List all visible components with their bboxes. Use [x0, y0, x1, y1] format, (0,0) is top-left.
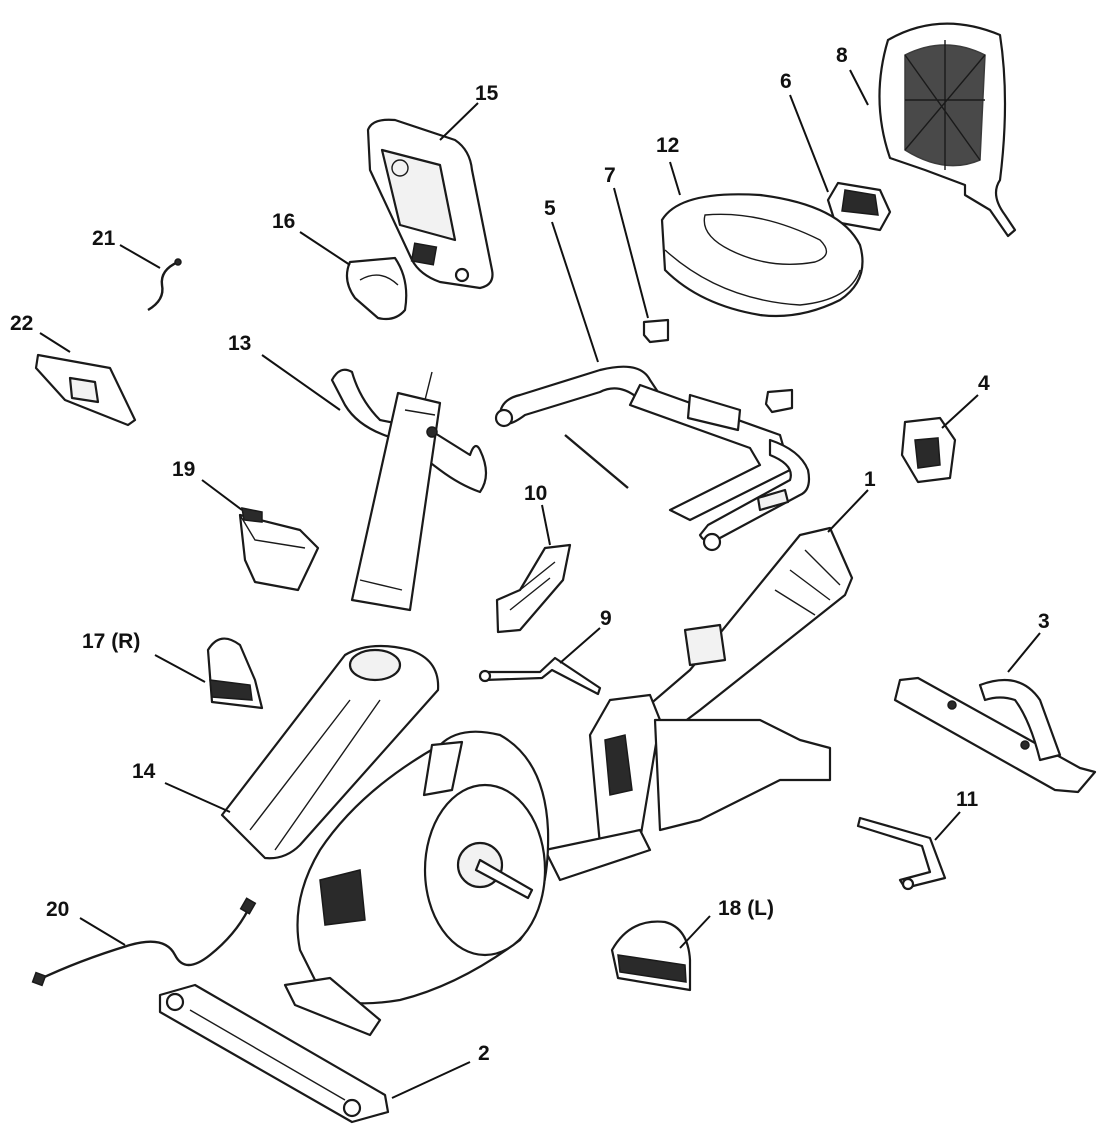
- leader-3: [1007, 632, 1041, 673]
- callout-14: 14: [132, 760, 156, 783]
- leader-15: [439, 102, 479, 141]
- callout-9: 9: [600, 607, 612, 630]
- part-20-power-cord: [31, 897, 257, 987]
- part-9-crank: [478, 656, 602, 696]
- part-5-seat-frame: [494, 365, 811, 552]
- part-17-right-pedal: [206, 637, 264, 710]
- leader-lines: [39, 69, 1041, 1099]
- callout-16: 16: [272, 210, 295, 233]
- leader-4: [941, 394, 979, 429]
- part-8-seat-back: [878, 22, 1017, 238]
- leader-20: [79, 917, 126, 946]
- callout-12: 12: [656, 134, 679, 157]
- callout-11: 11: [956, 788, 979, 811]
- leader-2: [391, 1061, 471, 1099]
- leader-17: [154, 654, 206, 683]
- part-6-bracket: [826, 181, 892, 232]
- callout-5: 5: [544, 197, 556, 220]
- callout-7: 7: [604, 164, 616, 187]
- part-1-main-frame: [543, 526, 854, 882]
- callout-20: 20: [46, 898, 69, 921]
- leader-9: [559, 627, 601, 664]
- leader-7: [613, 187, 649, 319]
- part-22-side-shield: [34, 353, 137, 427]
- leader-16: [299, 231, 351, 266]
- leader-13: [261, 354, 341, 411]
- part-18-left-pedal: [610, 920, 692, 992]
- part-7-glide: [642, 318, 794, 414]
- callout-15: 15: [475, 82, 499, 105]
- leader-11: [934, 811, 961, 841]
- callout-8: 8: [836, 44, 848, 67]
- callout-10: 10: [524, 482, 547, 505]
- part-12-seat-cushion: [660, 193, 864, 318]
- callout-labels: 1 2 3 4 5 6 7 8 9 10 11 12 13 14 15 16 1…: [10, 44, 1050, 1065]
- part-19-holder: [238, 507, 320, 592]
- callout-21: 21: [92, 227, 116, 250]
- leader-5: [551, 221, 599, 363]
- callout-6: 6: [780, 70, 792, 93]
- leader-12: [669, 161, 681, 196]
- callout-1: 1: [864, 468, 876, 491]
- leader-18: [679, 915, 711, 949]
- leader-22: [39, 332, 71, 353]
- leader-1: [827, 489, 869, 533]
- callout-18: 18 (L): [718, 897, 774, 920]
- callout-22: 22: [10, 312, 33, 335]
- leader-8: [849, 69, 869, 106]
- part-3-rear-stabilizer: [893, 676, 1097, 794]
- part-4-end-cap: [900, 416, 957, 484]
- callout-2: 2: [478, 1042, 490, 1065]
- callout-19: 19: [172, 458, 195, 481]
- leader-21: [119, 244, 161, 269]
- leader-14: [164, 782, 231, 813]
- leader-6: [789, 94, 829, 193]
- flywheel-housing: [283, 730, 550, 1037]
- leader-10: [541, 504, 551, 546]
- part-21-sensor-cable: [147, 258, 182, 312]
- leader-19: [201, 479, 243, 511]
- callout-17: 17 (R): [82, 630, 140, 653]
- part-2-front-stabilizer: [158, 983, 390, 1124]
- part-15-console: [366, 118, 494, 290]
- callout-4: 4: [978, 372, 990, 395]
- part-11-crank-bolt: [856, 816, 947, 891]
- callout-13: 13: [228, 332, 251, 355]
- callout-3: 3: [1038, 610, 1050, 633]
- part-13-handlebar-post: [330, 368, 488, 612]
- part-16-cover: [345, 256, 408, 321]
- part-10-cover: [495, 543, 572, 634]
- part-14-shroud: [220, 644, 440, 860]
